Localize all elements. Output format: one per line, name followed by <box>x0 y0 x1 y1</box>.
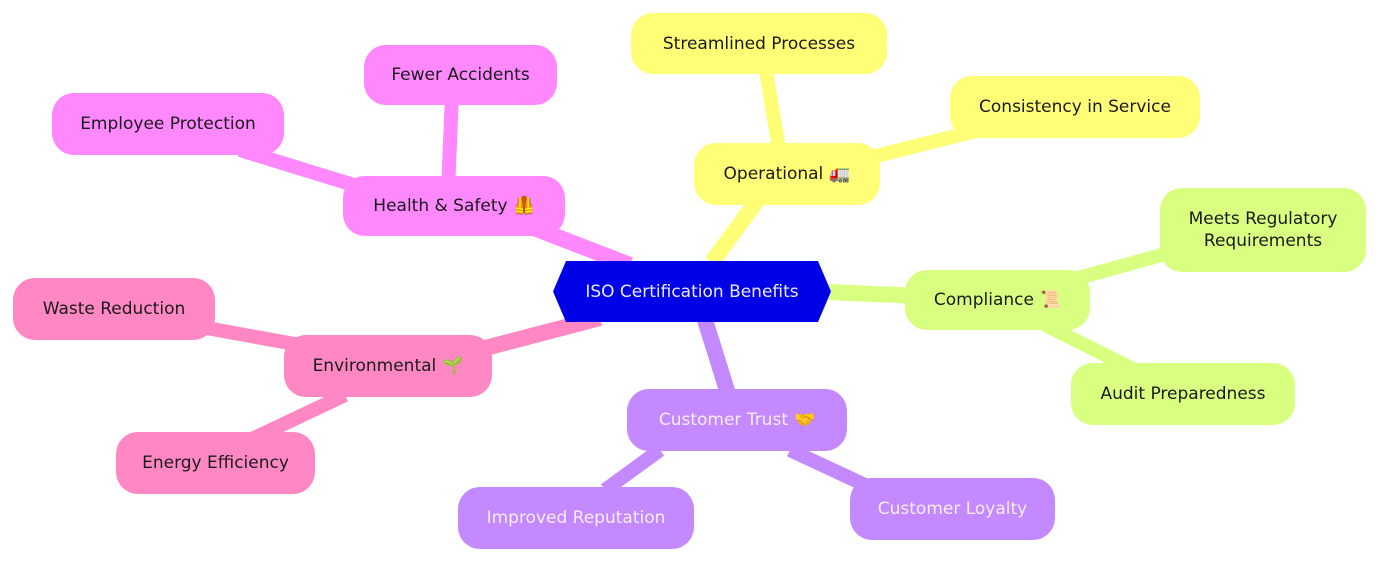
leaf-label: Fewer Accidents <box>391 65 530 85</box>
leaf-node-waste-reduction[interactable]: Waste Reduction <box>13 278 215 340</box>
branch-label: Operational <box>723 164 824 184</box>
branch-node-operational[interactable]: Operational 🚛 <box>694 143 880 205</box>
leaf-node-meets-regulatory-requirements[interactable]: Meets Regulatory Requirements <box>1160 188 1366 272</box>
edge-health-fewer-accidents <box>441 94 459 191</box>
leaf-node-consistency-in-service[interactable]: Consistency in Service <box>950 76 1200 138</box>
edge-root-customer <box>697 317 738 403</box>
branch-node-compliance[interactable]: Compliance 📜 <box>905 270 1090 330</box>
leaf-label: Customer Loyalty <box>877 499 1028 519</box>
edge-customer-reputation <box>600 444 665 496</box>
edge-root-compliance <box>827 284 921 304</box>
root-node[interactable]: ISO Certification Benefits <box>552 260 832 323</box>
branch-node-customer-trust[interactable]: Customer Trust 🤝 <box>627 389 847 451</box>
root-hexagon-shape <box>553 261 831 322</box>
safety-vest-icon: 🦺 <box>513 196 535 216</box>
leaf-node-customer-loyalty[interactable]: Customer Loyalty <box>850 478 1055 540</box>
leaf-label: Streamlined Processes <box>662 33 856 54</box>
handshake-icon: 🤝 <box>793 410 816 430</box>
root-node-label: ISO Certification Benefits <box>585 281 799 302</box>
leaf-node-employee-protection[interactable]: Employee Protection <box>52 93 284 155</box>
leaf-node-streamlined-processes[interactable]: Streamlined Processes <box>631 13 887 74</box>
leaf-node-improved-reputation[interactable]: Improved Reputation <box>458 487 694 549</box>
branch-node-environmental[interactable]: Environmental 🌱 <box>284 335 492 397</box>
branch-label: Compliance <box>933 290 1034 310</box>
leaf-label: Waste Reduction <box>42 299 186 319</box>
leaf-node-fewer-accidents[interactable]: Fewer Accidents <box>364 45 557 105</box>
leaf-label: Audit Preparedness <box>1100 384 1266 404</box>
branch-label: Environmental <box>312 356 437 376</box>
edge-operational-streamlined <box>758 63 787 157</box>
leaf-node-audit-preparedness[interactable]: Audit Preparedness <box>1071 363 1295 425</box>
seedling-icon: 🌱 <box>442 356 464 376</box>
scroll-icon: 📜 <box>1039 290 1062 310</box>
leaf-label: Consistency in Service <box>979 97 1171 117</box>
truck-icon: 🚛 <box>829 164 851 184</box>
edge-compliance-audit <box>1041 318 1139 377</box>
edge-root-environmental <box>467 310 603 360</box>
branch-label: Health & Safety <box>373 196 508 216</box>
leaf-label: Meets Regulatory Requirements <box>1188 209 1338 251</box>
leaf-label: Energy Efficiency <box>142 453 289 473</box>
leaf-node-energy-efficiency[interactable]: Energy Efficiency <box>116 432 315 494</box>
branch-node-health-safety[interactable]: Health & Safety 🦺 <box>343 176 565 236</box>
leaf-label: Improved Reputation <box>486 508 666 528</box>
leaf-label: Employee Protection <box>80 114 256 134</box>
branch-label: Customer Trust <box>658 410 788 430</box>
